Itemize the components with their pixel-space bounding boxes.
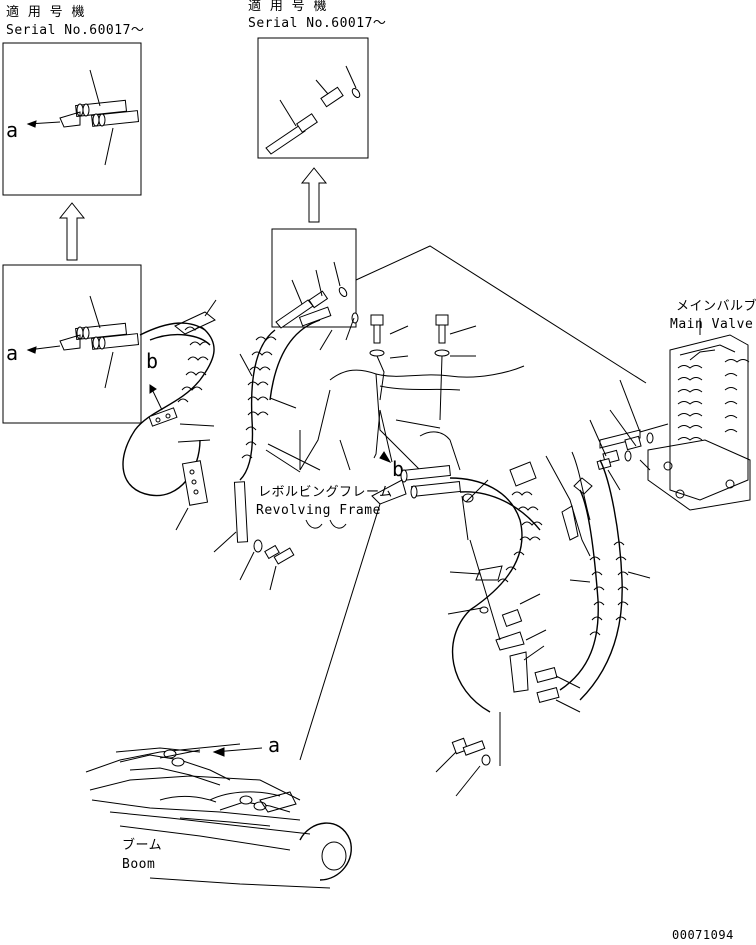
bracket-bolt-left <box>213 481 295 591</box>
revolving-frame-label-jp: レボルビングフレーム <box>258 485 393 500</box>
boom <box>85 743 352 889</box>
arrow-up-center <box>300 167 328 223</box>
main-valve-label-jp: メインバルブ <box>676 299 756 314</box>
detail-box-topcenter <box>257 37 369 159</box>
valve-fittings <box>589 379 669 491</box>
ref-a-topleft: a <box>6 118 19 142</box>
bolts-center <box>369 314 477 359</box>
ref-a-boom: a <box>268 733 281 757</box>
applicable-models-label-center: 適 用 号 機 <box>248 0 327 14</box>
lower-hose-assembly <box>371 461 547 713</box>
applicable-models-label-left: 適 用 号 機 <box>6 5 85 20</box>
serial-number-label-left: Serial No.60017～ <box>6 23 145 38</box>
leader-to-main-valve <box>355 245 647 384</box>
center-hose-assembly <box>239 306 359 481</box>
ref-b-left: b <box>146 349 159 373</box>
boom-label-en: Boom <box>122 857 156 872</box>
arrow-up-left <box>58 202 86 261</box>
leader-to-boom <box>299 503 381 761</box>
detail-box-midleft <box>2 264 142 424</box>
detail-box-topleft <box>2 42 142 196</box>
revolving-frame <box>267 355 525 529</box>
ref-a-midleft: a <box>6 341 19 365</box>
left-hose-assembly <box>122 299 217 531</box>
main-valve <box>647 318 751 511</box>
bolt-lower <box>435 712 501 797</box>
boom-label-jp: ブーム <box>122 838 163 853</box>
drawing-number: 00071094 <box>672 928 734 942</box>
right-hose-assembly <box>509 451 651 713</box>
detail-box-center <box>271 228 357 329</box>
main-valve-label-en: Main Valve <box>670 317 754 332</box>
serial-number-label-center: Serial No.60017～ <box>248 16 387 31</box>
revolving-frame-label-en: Revolving Frame <box>256 503 381 518</box>
